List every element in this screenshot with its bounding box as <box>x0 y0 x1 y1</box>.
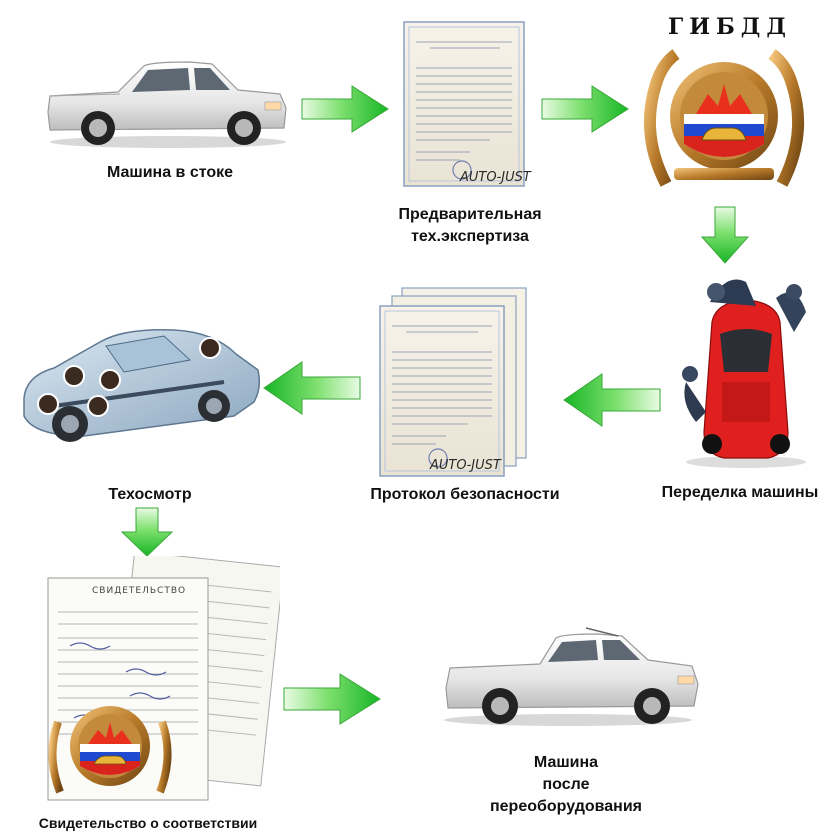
arrow-right-3 <box>282 672 382 726</box>
rework-image <box>676 262 816 472</box>
arrow-down-1 <box>700 205 750 265</box>
watermark-2: AUTO-JUST <box>430 458 501 473</box>
car-after-image <box>436 624 704 728</box>
document-icon <box>403 21 525 187</box>
arrow-icon <box>541 85 629 133</box>
tech-inspection-image <box>14 306 264 456</box>
pre-expertise-document <box>400 20 530 190</box>
arrow-icon <box>700 206 750 264</box>
car-after-label-line1: Машина <box>533 754 599 771</box>
car-after-label: Машина после переоборудования <box>466 752 666 818</box>
certificate-doc-title: СВИДЕТЕЛЬСТВО <box>92 586 187 596</box>
gibdd-title: ГИБДД <box>668 14 792 40</box>
arrow-icon <box>563 373 661 427</box>
car-in-stock-label: Машина в стоке <box>106 164 234 181</box>
safety-protocol-documents <box>372 286 540 482</box>
arrow-right-1 <box>300 84 390 134</box>
arrow-right-2 <box>540 84 630 134</box>
arrow-icon <box>120 507 174 557</box>
pre-expertise-label-line1: Предварительная <box>398 206 542 223</box>
arrow-icon <box>263 361 361 415</box>
arrow-icon <box>283 673 381 725</box>
gibdd-emblem <box>636 44 812 194</box>
arrow-left-2 <box>262 360 362 416</box>
certificate-icon <box>47 556 280 801</box>
pickup-truck-icon <box>444 627 699 726</box>
gibdd-emblem-icon <box>643 49 805 187</box>
safety-protocol-label: Протокол безопасности <box>370 486 560 503</box>
pre-expertise-label-line2: тех.экспертиза <box>411 228 529 245</box>
arrow-down-2 <box>120 506 174 558</box>
pre-expertise-label: Предварительная тех.экспертиза <box>370 204 570 248</box>
car-after-label-line3: переоборудования <box>489 798 642 815</box>
repair-car-icon <box>682 279 806 468</box>
rework-label: Переделка машины <box>661 484 819 501</box>
certificate-image <box>30 556 280 806</box>
xray-car-icon <box>23 329 261 442</box>
car-after-label-line2: после <box>542 776 590 793</box>
pickup-truck-icon <box>47 61 287 148</box>
arrow-left-1 <box>562 372 662 428</box>
certificate-label: Свидетельство о соответствии <box>38 815 258 831</box>
document-icon <box>379 287 527 477</box>
watermark-1: AUTO-JUST <box>460 170 531 185</box>
arrow-icon <box>301 85 389 133</box>
car-in-stock-image <box>40 50 290 150</box>
tech-inspection-label: Техосмотр <box>108 486 192 503</box>
